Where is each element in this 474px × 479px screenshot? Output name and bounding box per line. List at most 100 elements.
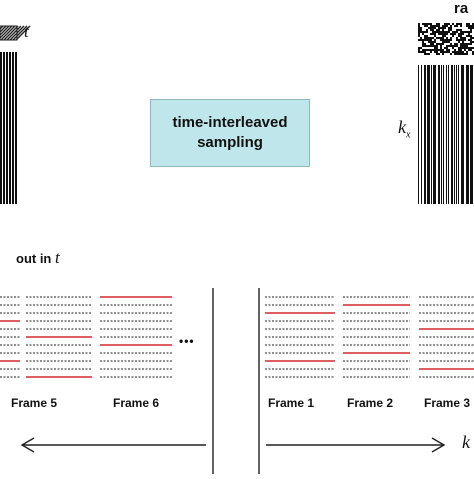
noise-dot — [442, 53, 444, 55]
noise-dot — [466, 43, 468, 45]
readout-label: out in t — [16, 248, 60, 267]
noise-dot — [430, 33, 432, 35]
noise-dot — [448, 31, 450, 33]
noise-dot — [452, 23, 454, 25]
noise-dot — [458, 35, 460, 37]
noise-dot — [434, 49, 436, 51]
noise-dot — [450, 25, 452, 27]
noise-dot — [448, 51, 450, 53]
noise-dot — [470, 41, 472, 43]
noise-dot — [448, 45, 450, 47]
vertical-line — [438, 65, 440, 204]
noise-dot — [440, 33, 442, 35]
kx-label: kx — [398, 117, 411, 141]
noise-dot — [428, 37, 430, 39]
noise-dot — [460, 53, 462, 55]
noise-dot — [430, 51, 432, 53]
noise-dot — [442, 51, 444, 53]
vertical-line — [448, 65, 449, 204]
noise-dot — [464, 45, 466, 47]
noise-dot — [462, 37, 464, 39]
vertical-line — [451, 65, 453, 204]
noise-dot — [418, 31, 420, 33]
noise-dot — [426, 31, 428, 33]
noise-dot — [424, 35, 426, 37]
noise-dot — [438, 23, 440, 25]
noise-dot — [430, 41, 432, 43]
noise-dot — [444, 47, 446, 49]
noise-dot — [468, 43, 470, 45]
noise-dot — [430, 25, 432, 27]
noise-dot — [470, 37, 472, 39]
noise-dot — [454, 53, 456, 55]
noise-dot — [452, 45, 454, 47]
noise-dot — [442, 37, 444, 39]
noise-dot — [444, 31, 446, 33]
noise-dot — [440, 43, 442, 45]
noise-dot — [418, 29, 420, 31]
noise-dot — [452, 35, 454, 37]
noise-dot — [450, 43, 452, 45]
noise-dot — [440, 45, 442, 47]
noise-dot — [428, 27, 430, 29]
noise-dot — [428, 49, 430, 51]
noise-dot — [420, 51, 422, 53]
vertical-line — [466, 65, 469, 204]
vertical-line — [441, 65, 442, 204]
noise-dot — [454, 25, 456, 27]
noise-dot — [466, 47, 468, 49]
noise-dot — [446, 41, 448, 43]
noise-dot — [450, 39, 452, 41]
noise-dot — [472, 23, 474, 25]
noise-dot — [462, 31, 464, 33]
noise-dot — [430, 23, 432, 25]
noise-dot — [458, 41, 460, 43]
noise-dot — [464, 47, 466, 49]
noise-dot — [442, 33, 444, 35]
noise-dot — [438, 29, 440, 31]
noise-dot — [436, 53, 438, 55]
noise-dot — [436, 49, 438, 51]
noise-dot — [418, 39, 420, 41]
arrow-left-head — [20, 437, 35, 453]
noise-dot — [440, 27, 442, 29]
time-label-top: t — [24, 22, 29, 41]
noise-dot — [456, 45, 458, 47]
noise-dot — [432, 29, 434, 31]
noise-dot — [424, 49, 426, 51]
noise-dot — [424, 25, 426, 27]
noise-dot — [418, 25, 420, 27]
noise-dot — [446, 49, 448, 51]
noise-dot — [440, 49, 442, 51]
noise-dot — [456, 39, 458, 41]
vertical-line — [0, 52, 2, 204]
box-line-2: sampling — [197, 134, 263, 151]
noise-dot — [472, 25, 474, 27]
noise-dot — [438, 49, 440, 51]
noise-dot — [422, 31, 424, 33]
noise-dot — [420, 31, 422, 33]
noise-dot — [440, 47, 442, 49]
frame-6-label: Frame 6 — [112, 396, 160, 410]
noise-dot — [464, 39, 466, 41]
noise-dot — [452, 31, 454, 33]
noise-dot — [470, 31, 472, 33]
vertical-line — [433, 65, 436, 204]
noise-dot — [430, 45, 432, 47]
noise-dot — [466, 51, 468, 53]
noise-dot — [418, 47, 420, 49]
hatch-stroke — [12, 25, 28, 41]
noise-dot — [460, 33, 462, 35]
noise-dot — [432, 43, 434, 45]
noise-dot — [428, 45, 430, 47]
vertical-line — [427, 65, 430, 204]
noise-dot — [460, 25, 462, 27]
noise-dot — [430, 43, 432, 45]
noise-dot — [418, 33, 420, 35]
noise-dot — [418, 49, 420, 51]
axis-right-label: k — [462, 432, 470, 452]
noise-dot — [450, 45, 452, 47]
noise-dot — [460, 39, 462, 41]
noise-dot — [424, 37, 426, 39]
noise-dot — [456, 51, 458, 53]
